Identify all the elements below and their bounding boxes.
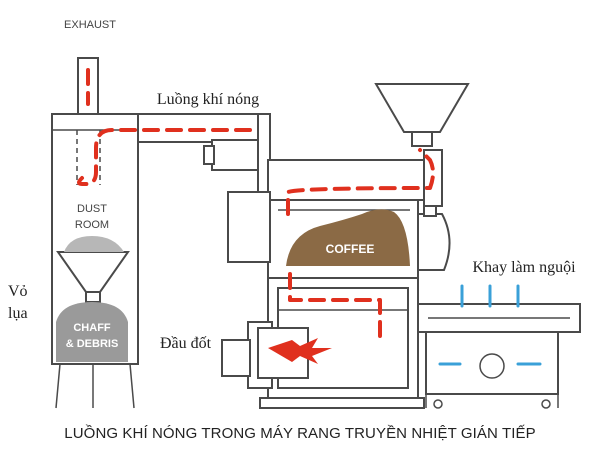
bean-hopper bbox=[374, 83, 470, 147]
chaff-label-line1: CHAFF bbox=[73, 322, 111, 334]
casing-label-line2: lụa bbox=[8, 305, 28, 322]
burner-label: Đầu đốt bbox=[160, 335, 212, 352]
dust-pile bbox=[64, 236, 124, 252]
chaff-pile bbox=[56, 302, 128, 362]
coffee-bean-mound bbox=[286, 209, 410, 266]
diagram-caption: LUỒNG KHÍ NÓNG TRONG MÁY RANG TRUYỀN NHI… bbox=[64, 425, 536, 442]
cooling-tray-label: Khay làm nguội bbox=[472, 259, 576, 276]
hot-airflow-path bbox=[77, 68, 435, 338]
casing-label-line1: Vỏ bbox=[8, 283, 28, 300]
cooling-airflow bbox=[438, 284, 542, 366]
cooling-tray bbox=[417, 303, 581, 409]
dust-room-label-line2: ROOM bbox=[75, 219, 109, 231]
chaff-label-line2: & DEBRIS bbox=[66, 338, 119, 350]
hot-air-label: Luồng khí nóng bbox=[157, 91, 259, 108]
coffee-label: COFFEE bbox=[326, 242, 375, 256]
burner-flame bbox=[268, 338, 332, 364]
dust-room-label-line1: DUST bbox=[77, 203, 107, 215]
exhaust-label: EXHAUST bbox=[64, 19, 116, 31]
